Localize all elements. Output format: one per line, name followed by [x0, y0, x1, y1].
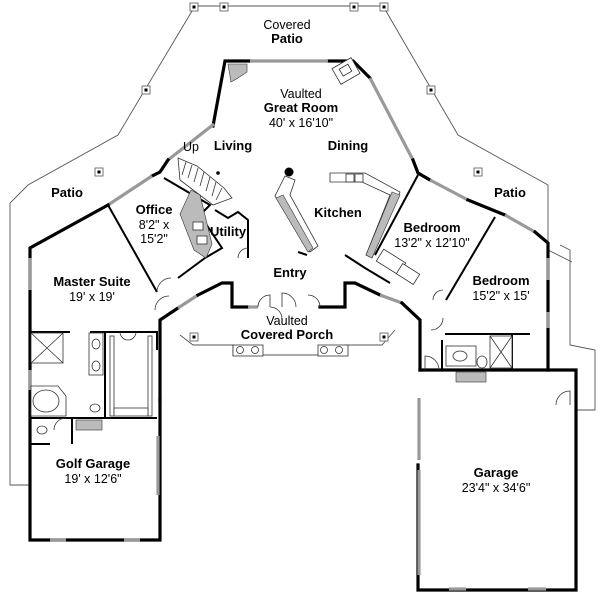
room-size: 19' x 19': [69, 289, 115, 304]
patio-posts: [94, 2, 483, 342]
room-qualifier: Covered: [263, 18, 311, 32]
annotation-text: Up: [183, 140, 199, 154]
room-size: 40' x 16'10": [268, 115, 334, 130]
room-qualifier: Vaulted: [266, 314, 308, 328]
room-dining: Dining: [327, 138, 369, 154]
room-name: Patio: [271, 31, 303, 46]
room-garage: Garage 23'4" x 34'6": [461, 465, 531, 495]
room-name: Dining: [327, 138, 369, 153]
room-name: Bedroom: [472, 273, 530, 288]
room-kitchen: Kitchen: [314, 205, 362, 221]
room-name: Living: [213, 138, 253, 153]
room-bedroom-3: Bedroom 15'2" x 15': [472, 273, 530, 303]
room-great-room: Vaulted Great Room 40' x 16'10": [264, 87, 338, 130]
exterior-walls: [28, 59, 578, 592]
room-name: Entry: [273, 265, 307, 280]
room-name: Covered Porch: [240, 327, 334, 342]
room-size: 23'4" x 34'6": [461, 480, 531, 495]
room-size: 15'2" x 15': [472, 288, 530, 303]
room-name: Great Room: [263, 100, 339, 115]
room-name: Garage: [473, 465, 519, 480]
room-name: Patio: [494, 185, 526, 200]
room-name: Golf Garage: [55, 456, 131, 471]
room-name: Patio: [51, 185, 83, 200]
room-office: Office 8'2" x 15'2": [135, 202, 173, 246]
room-covered-porch: Vaulted Covered Porch: [241, 314, 333, 343]
room-golf-garage: Golf Garage 19' x 12'6": [55, 456, 131, 486]
room-size: 8'2" x 15'2": [138, 217, 170, 246]
room-size: 19' x 12'6": [64, 471, 122, 486]
room-name: Office: [135, 202, 173, 217]
staircase: [177, 157, 233, 206]
room-size: 13'2" x 12'10": [394, 235, 470, 250]
room-name: Master Suite: [53, 274, 131, 289]
room-patio-right: Patio: [494, 185, 526, 201]
room-name: Bedroom: [403, 220, 461, 235]
room-qualifier: Vaulted: [280, 87, 322, 101]
interior-walls: [30, 174, 530, 445]
door-swings: [53, 247, 571, 431]
room-bedroom-2: Bedroom 13'2" x 12'10": [394, 220, 470, 250]
room-master-suite: Master Suite 19' x 19': [53, 274, 131, 304]
stair-up-label: Up: [183, 140, 199, 154]
room-patio-left: Patio: [51, 185, 83, 201]
patio-outline: [9, 5, 596, 486]
room-name: Utility: [209, 224, 247, 239]
room-covered-patio: Covered Patio: [263, 18, 310, 47]
room-entry: Entry: [273, 265, 307, 281]
fixtures: [30, 57, 513, 435]
room-name: Kitchen: [314, 205, 362, 220]
room-utility: Utility: [209, 224, 247, 240]
room-living: Living: [213, 138, 253, 154]
